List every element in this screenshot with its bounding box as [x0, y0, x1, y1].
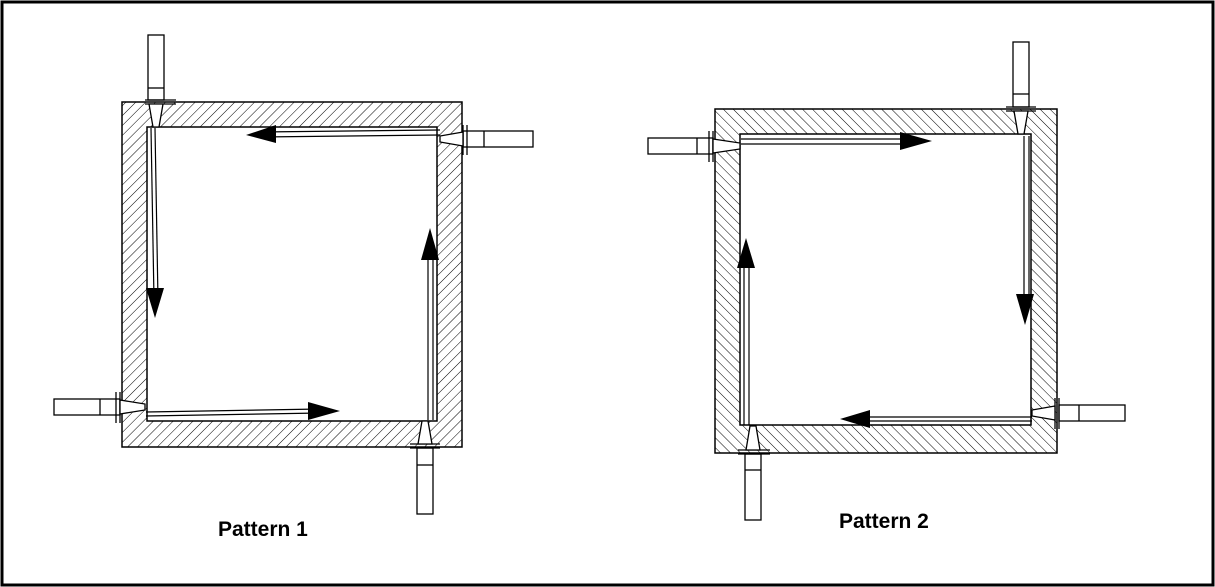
nozzle-bottom-left — [738, 425, 770, 521]
pattern-2-arrowheads — [737, 132, 1034, 428]
pattern-1-flow-path — [145, 127, 441, 420]
pattern-1-caption: Pattern 1 — [218, 518, 308, 541]
pattern-2-flow-path — [741, 136, 1032, 425]
pattern-1-wall — [121, 101, 463, 448]
pattern-2-diagram — [647, 41, 1126, 521]
arrow-left-icon — [840, 410, 870, 428]
arrow-up-icon — [737, 238, 755, 268]
nozzle-bottom-right — [1031, 398, 1126, 429]
arrow-left-icon — [246, 125, 276, 143]
arrow-down-icon — [1016, 294, 1034, 325]
arrow-right-icon — [900, 132, 932, 150]
pattern-1-diagram — [53, 34, 534, 515]
nozzle-bottom-right — [410, 420, 440, 515]
nozzle-top-right — [1006, 41, 1036, 135]
arrow-down-icon — [146, 288, 164, 318]
nozzle-top-left — [145, 34, 176, 128]
pattern-1-arrowheads — [146, 125, 439, 420]
nozzle-top-right — [439, 125, 534, 155]
pattern-2-wall — [714, 108, 1058, 454]
arrow-up-icon — [421, 228, 439, 260]
pattern-2-caption: Pattern 2 — [839, 510, 929, 533]
nozzle-bottom-left — [53, 392, 146, 423]
arrow-right-icon — [308, 402, 340, 420]
nozzle-top-left — [647, 131, 741, 162]
